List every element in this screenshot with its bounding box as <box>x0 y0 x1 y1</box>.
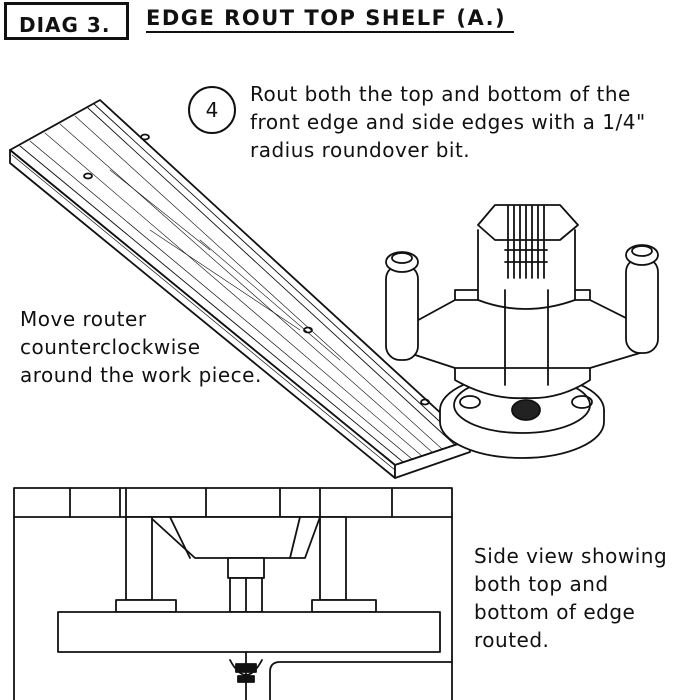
step-line-1: Rout both the top and bottom of the <box>250 82 631 106</box>
move-line-1: Move router <box>20 307 147 331</box>
diagram-title: EDGE ROUT TOP SHELF (A.) <box>146 6 507 30</box>
title-underline <box>146 31 514 33</box>
move-line-2: counterclockwise <box>20 335 201 359</box>
shelf-board <box>9 99 471 479</box>
side-line-3: bottom of edge <box>474 600 636 624</box>
move-router-note: Move router counterclockwise around the … <box>20 305 262 389</box>
step-number: 4 <box>205 98 219 122</box>
side-line-4: routed. <box>474 628 550 652</box>
side-line-1: Side view showing <box>474 544 668 568</box>
step-line-3: radius roundover bit. <box>250 138 471 162</box>
move-line-3: around the work piece. <box>20 363 262 387</box>
step-number-circle: 4 <box>188 86 236 134</box>
side-view-drawing <box>13 487 453 700</box>
step-instructions: Rout both the top and bottom of the fron… <box>250 80 646 164</box>
side-line-2: both top and <box>474 572 609 596</box>
diagram-label-box: DIAG 3. <box>4 2 129 40</box>
router-tool <box>385 204 659 459</box>
step-line-2: front edge and side edges with a 1/4" <box>250 110 646 134</box>
side-view-note: Side view showing both top and bottom of… <box>474 542 667 654</box>
diagram-label: DIAG 3. <box>19 13 111 37</box>
